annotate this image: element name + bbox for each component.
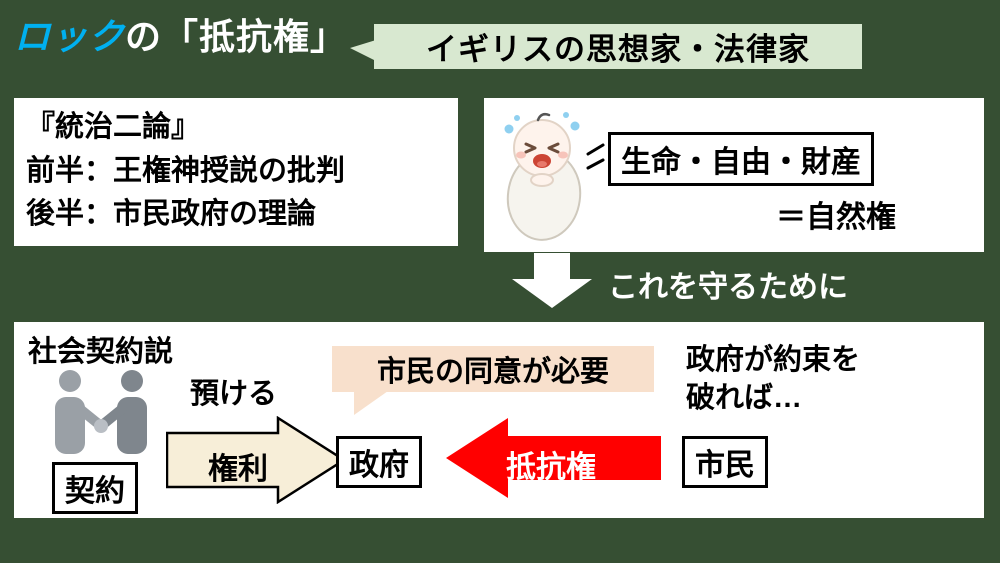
contract-label: 契約 [52, 462, 138, 514]
down-arrow-icon [512, 253, 592, 308]
page-title: ロックの「抵抗権」 [14, 8, 347, 60]
thinker-callout-label: イギリスの思想家・法律家 [426, 32, 810, 67]
thinker-callout: イギリスの思想家・法律家 [350, 24, 862, 69]
title-rest: の「抵抗権」 [125, 16, 348, 57]
natural-rights-box: 生命・自由・財産 ＝自然権 [484, 98, 984, 252]
treatise-box: 『統治二論』 前半：王権神授説の批判 後半：市民政府の理論 [14, 98, 458, 246]
treatise-title: 『統治二論』 [26, 111, 201, 143]
government-label: 政府 [336, 436, 422, 488]
consent-bubble-tail-icon [354, 391, 388, 415]
title-highlight: ロック [14, 16, 126, 57]
consent-bubble-label: 市民の同意が必要 [376, 356, 609, 388]
social-contract-box: 社会契約説 契約 預ける 権利 政府 市民の同意が必要 抵抗権 市民 政府が約束 [14, 322, 984, 518]
social-contract-heading: 社会契約説 [28, 336, 174, 368]
protect-label: これを守るために [608, 271, 848, 304]
callout-pointer-icon [350, 40, 376, 61]
breach-line2: 破れば… [686, 381, 803, 414]
treatise-first-half: 前半：王権神授説の批判 [26, 154, 346, 187]
breach-text: 政府が約束を 破れば… [686, 342, 860, 417]
speech-marks-icon [586, 143, 605, 170]
treatise-second-half: 後半：市民政府の理論 [26, 198, 317, 230]
natural-rights-equals: ＝自然権 [776, 201, 896, 234]
rights-arrow-label: 権利 [208, 453, 268, 486]
handshake-icon [55, 370, 147, 454]
natural-rights-label: 生命・自由・財産 [608, 132, 874, 186]
rights-block-arrow-icon [166, 416, 346, 504]
crying-baby-icon [504, 112, 582, 241]
resistance-arrow-label: 抵抗権 [506, 451, 596, 484]
entrust-label: 預ける [190, 378, 278, 410]
citizen-label: 市民 [682, 436, 768, 488]
resistance-block-arrow-icon [446, 418, 661, 498]
breach-line1: 政府が約束を [686, 344, 861, 376]
consent-bubble: 市民の同意が必要 [332, 346, 654, 415]
